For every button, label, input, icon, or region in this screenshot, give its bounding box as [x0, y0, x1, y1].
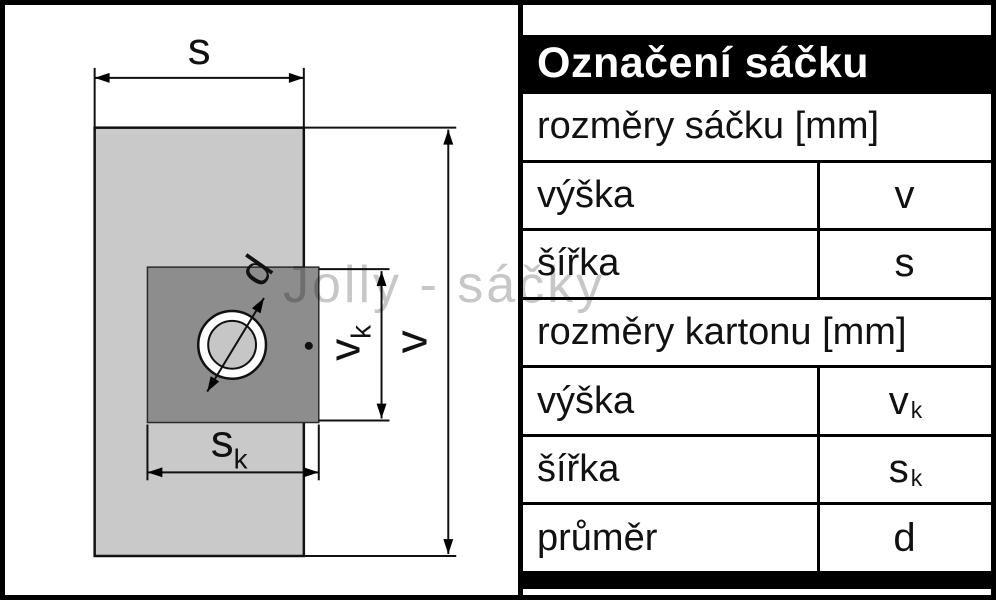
panel-divider — [518, 5, 523, 595]
spec-section-row: rozměry sáčku [mm] — [523, 91, 991, 160]
width-label: s — [188, 23, 211, 74]
diameter-dim-line — [206, 297, 265, 393]
carton-width-label-sub: k — [234, 443, 248, 474]
spec-value: s — [817, 231, 991, 297]
spec-value-symbol: s — [888, 447, 909, 492]
spec-value-symbol: v — [894, 172, 915, 217]
spec-value: v — [817, 162, 991, 229]
spec-label: průměr — [537, 516, 658, 559]
table-bottom-bar — [523, 571, 991, 590]
bag-diagram-svg: s v vk sk d — [93, 23, 457, 558]
spec-value-symbol: d — [893, 515, 916, 560]
spec-label: výška — [537, 173, 635, 216]
spec-row: výška v — [523, 159, 991, 229]
spec-value-sub: k — [910, 465, 923, 492]
spec-value-symbol: s — [894, 241, 915, 286]
bag-hole-inner-icon — [207, 319, 258, 370]
spec-value-symbol: v — [888, 378, 909, 423]
spec-row: průměr d — [523, 502, 991, 572]
table-header: Označení sáčku — [523, 35, 991, 91]
spec-value: d — [817, 505, 991, 572]
carton-height-label-sub: k — [346, 325, 377, 339]
spec-table: Označení sáčku rozměry sáčku [mm] výška … — [523, 5, 991, 595]
bag-diagram: s v vk sk d — [5, 5, 518, 595]
table-top-spacer — [523, 5, 991, 35]
spec-value-sub: k — [910, 396, 923, 423]
carton-height-label-main: v — [321, 339, 370, 361]
dimension-lines — [94, 72, 454, 555]
height-label: v — [385, 330, 436, 353]
carton-height-label: vk — [321, 325, 377, 361]
spec-label: šířka — [537, 242, 620, 285]
spec-row: šířka s — [523, 228, 991, 297]
spec-section-label: rozměry sáčku [mm] — [537, 105, 880, 148]
spec-section-row: rozměry kartonu [mm] — [523, 296, 991, 366]
carton-width-label: sk — [211, 415, 248, 474]
table-bottom-spacer — [523, 589, 991, 595]
spec-label: šířka — [537, 448, 620, 491]
spec-section-label: rozměry kartonu [mm] — [537, 311, 907, 354]
carton-width-label-main: s — [211, 415, 234, 466]
spec-label: výška — [537, 379, 635, 422]
carton-dot-icon — [304, 341, 313, 350]
